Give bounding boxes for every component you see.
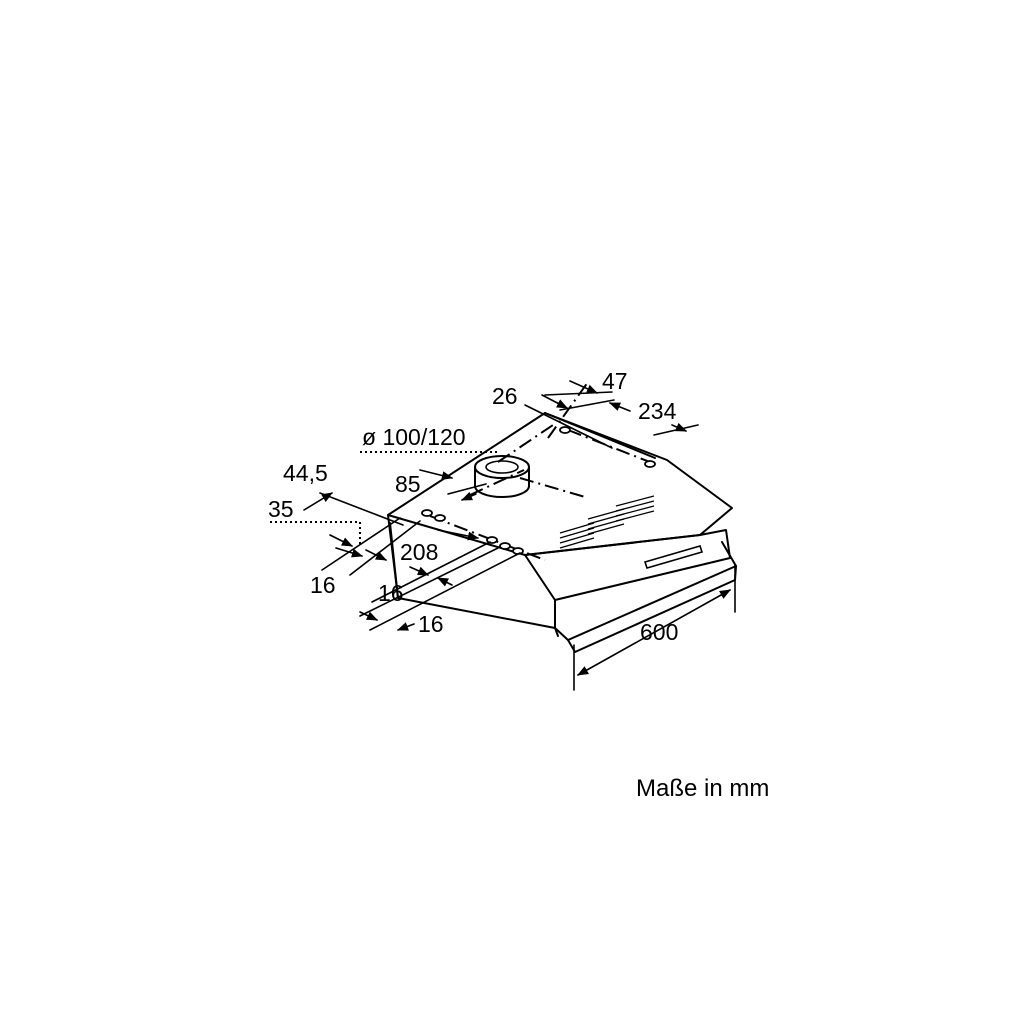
dim-label-47: 47 — [602, 368, 628, 394]
vent-grille — [559, 495, 655, 549]
dimension-lines — [270, 380, 736, 691]
mounting-holes — [421, 426, 656, 555]
dim-label-85: 85 — [395, 471, 421, 497]
dim-label-208: 208 — [400, 539, 438, 565]
dim-label-44-5: 44,5 — [283, 460, 328, 486]
dim-label-600: 600 — [640, 619, 678, 645]
dim-label-16-middle: 16 — [378, 580, 404, 606]
duct-collar — [474, 455, 530, 498]
center-lines — [429, 381, 656, 561]
dim-label-234: 234 — [638, 398, 677, 424]
dim-label-16-left: 16 — [310, 572, 336, 598]
dim-label-35: 35 — [268, 496, 294, 522]
dim-label-duct-diameter: ø 100/120 — [362, 424, 466, 450]
dim-label-16-bottom: 16 — [418, 611, 444, 637]
dim-label-26: 26 — [492, 383, 518, 409]
units-caption: Maße in mm — [636, 775, 769, 802]
